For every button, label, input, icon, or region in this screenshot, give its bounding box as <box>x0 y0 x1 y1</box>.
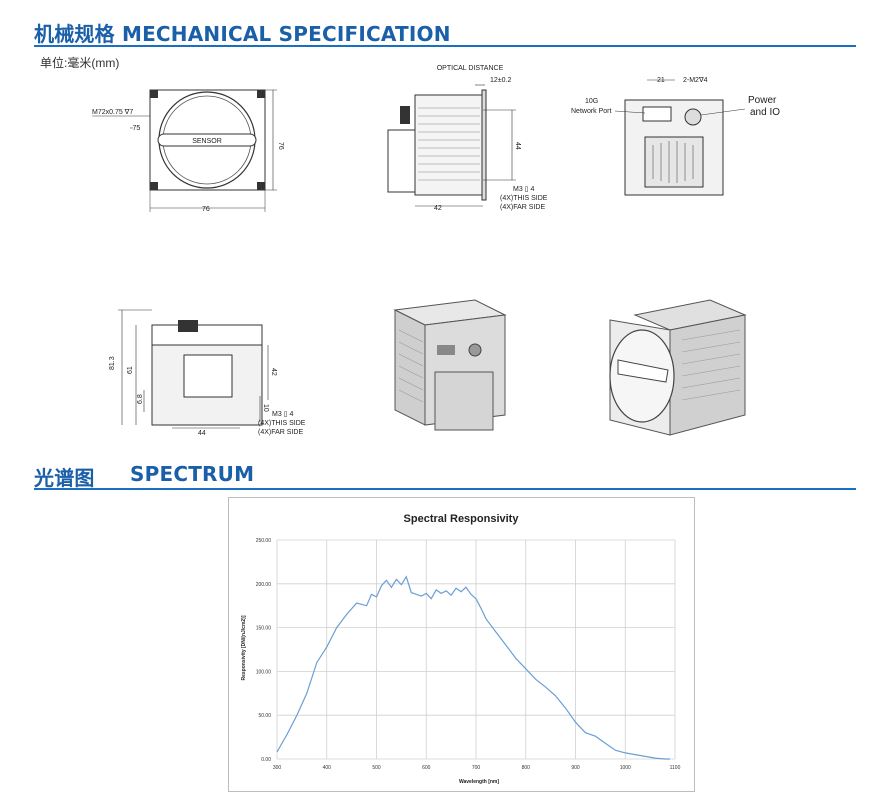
bottom-dim-61: 61 <box>127 366 134 374</box>
spectrum-section-title-cn: 光谱图 <box>34 466 95 490</box>
side-view-drawing: OPTICAL DISTANCE 12±0.2 44 42 M3 ▯ 4 (4X… <box>387 65 548 212</box>
spectrum-section-title-en: SPECTRUM <box>130 462 255 486</box>
chart-series-line <box>276 575 670 760</box>
chart-x-tick-label: 1000 <box>620 765 631 771</box>
side-screw-label: M3 ▯ 4 <box>513 186 534 193</box>
chart-x-tick-label: 300 <box>273 765 282 771</box>
chart-y-tick-label: 200.00 <box>256 582 272 588</box>
front-view-drawing: SENSOR M72x0.75 ∇7 ▫75 76 76 <box>92 89 284 213</box>
chart-y-tick-label: 150.00 <box>256 626 272 632</box>
front-width-dim: 76 <box>202 206 210 213</box>
spectral-responsivity-chart: Spectral Responsivity Wavelength [nm] Re… <box>241 513 681 785</box>
chart-ylabel: Responsivity [DN/(nJ/cm2)] <box>241 615 247 680</box>
bottom-dim-10: 10 <box>262 404 269 412</box>
bottom-dim-68: 6.8 <box>137 394 144 404</box>
chart-x-tick-label: 400 <box>323 765 332 771</box>
optical-distance-label: OPTICAL DISTANCE <box>437 65 504 72</box>
chart-xlabel: Wavelength [nm] <box>459 779 499 785</box>
chart-x-tick-label: 800 <box>522 765 531 771</box>
bottom-dim-44: 44 <box>198 430 206 437</box>
mechanical-section-divider <box>34 45 856 47</box>
back-power-line2: and IO <box>750 107 780 118</box>
camera-iso-back-render <box>393 299 507 431</box>
unit-label: 单位:毫米(mm) <box>40 56 120 70</box>
chart-x-tick-label: 600 <box>422 765 431 771</box>
front-sensor-label: SENSOR <box>192 138 222 145</box>
back-port-line1: 10G <box>585 98 598 105</box>
spectral-chart-frame: Spectral Responsivity Wavelength [nm] Re… <box>228 497 695 792</box>
chart-y-tick-label: 50.00 <box>258 713 271 719</box>
chart-title: Spectral Responsivity <box>404 513 520 525</box>
spectrum-section-divider <box>34 488 856 490</box>
chart-y-tick-label: 250.00 <box>256 538 272 544</box>
back-view-drawing: 21 2-M2∇4 10G Network Port Power and IO <box>571 76 780 196</box>
mechanical-section-title: 机械规格 MECHANICAL SPECIFICATION <box>34 22 451 46</box>
bottom-dim-813: 81.3 <box>109 356 116 370</box>
side-this-side: (4X)THIS SIDE <box>500 195 548 202</box>
chart-x-tick-label: 900 <box>571 765 580 771</box>
camera-iso-front-render <box>609 299 747 436</box>
bottom-this-side: (4X)THIS SIDE <box>258 420 306 427</box>
side-dim-42: 42 <box>434 205 442 212</box>
bottom-screw-label: M3 ▯ 4 <box>272 411 293 418</box>
bottom-far-side: (4X)FAR SIDE <box>258 429 303 436</box>
bottom-dim-42: 42 <box>270 368 277 376</box>
side-dim-44: 44 <box>514 142 521 150</box>
back-port-line2: Network Port <box>571 108 612 115</box>
chart-x-tick-label: 1100 <box>670 765 681 771</box>
chart-y-tick-label: 100.00 <box>256 669 272 675</box>
front-height-dim: 76 <box>277 142 284 150</box>
optical-distance-value: 12±0.2 <box>490 77 511 84</box>
back-screw-label: 2-M2∇4 <box>683 76 708 84</box>
front-diameter-label: ▫75 <box>130 125 140 132</box>
chart-y-tick-label: 0.00 <box>261 757 271 763</box>
chart-x-tick-label: 500 <box>372 765 381 771</box>
back-power-line1: Power <box>748 95 777 106</box>
chart-x-tick-label: 700 <box>472 765 481 771</box>
bottom-view-drawing: 81.3 61 6.8 42 10 44 M3 ▯ 4 (4X)THIS SID… <box>109 309 306 437</box>
front-mount-label: M72x0.75 ∇7 <box>92 108 133 116</box>
back-dim-21: 21 <box>657 77 665 84</box>
side-far-side: (4X)FAR SIDE <box>500 204 545 211</box>
